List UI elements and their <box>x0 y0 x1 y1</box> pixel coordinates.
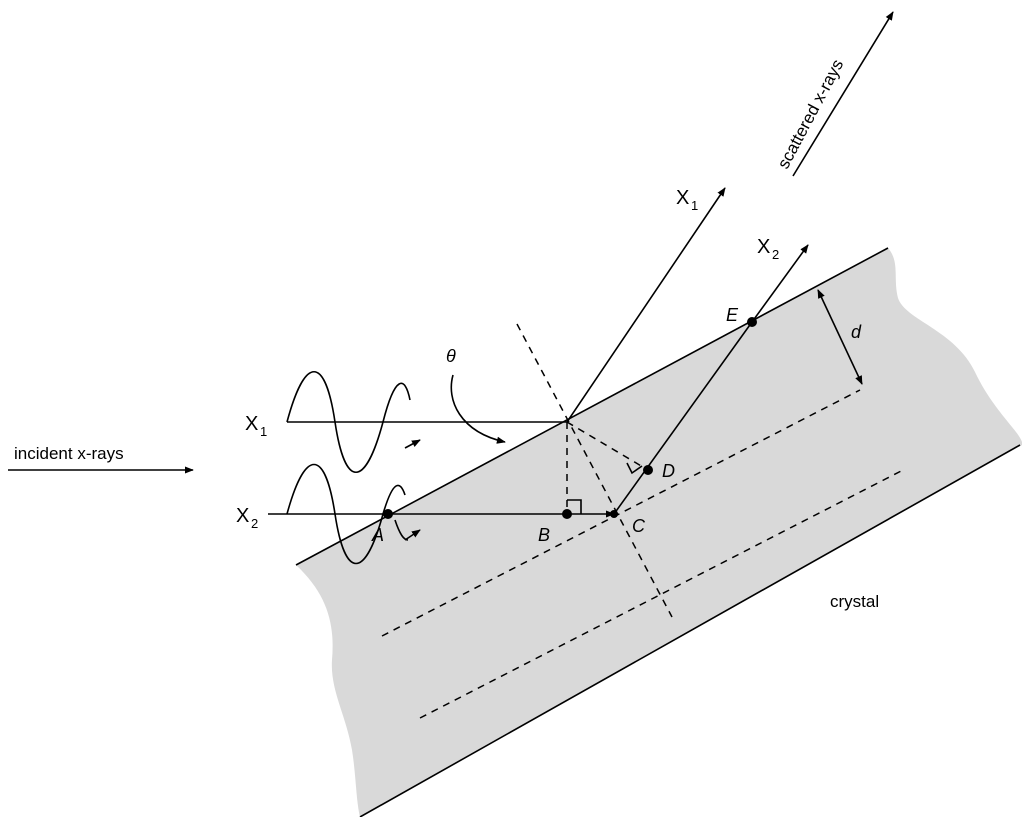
crystal-surface-bottom <box>359 444 1021 817</box>
d-spacing-arrow <box>817 289 863 385</box>
crystal-label: crystal <box>830 592 879 611</box>
point-b-dot <box>562 509 572 519</box>
svg-text:X: X <box>236 505 249 527</box>
point-e-label: E <box>726 305 739 325</box>
normal-line <box>516 323 673 618</box>
path-c-to-e <box>613 321 753 515</box>
point-d-dot <box>643 465 653 475</box>
wave-x2 <box>286 463 406 565</box>
ray-x1-scattered <box>566 187 726 423</box>
d-label: d <box>851 322 862 342</box>
ray-x2-scattered <box>751 244 809 323</box>
svg-text:X: X <box>245 413 258 435</box>
svg-text:2: 2 <box>772 247 779 262</box>
theta-label: θ <box>446 346 456 366</box>
label-x2-incident: X 2 <box>236 505 258 531</box>
incident-label: incident x-rays <box>14 444 124 463</box>
svg-text:X: X <box>757 236 770 258</box>
right-angle-b <box>567 499 582 514</box>
point-c-label: C <box>632 516 646 536</box>
label-x1-scattered: X 1 <box>676 187 698 213</box>
label-x1-incident: X 1 <box>245 413 267 439</box>
point-b-label: B <box>538 525 550 545</box>
wave-x1 <box>286 371 411 473</box>
point-a-label: A <box>371 525 384 545</box>
lattice-plane-2 <box>381 389 861 637</box>
svg-text:1: 1 <box>260 424 267 439</box>
right-angle-d <box>626 462 643 475</box>
wave-x1-arrow <box>404 439 421 449</box>
svg-text:2: 2 <box>251 516 258 531</box>
crystal-surface-top <box>295 247 889 566</box>
label-x2-scattered: X 2 <box>757 236 779 262</box>
point-c-dot <box>610 510 618 518</box>
scattered-arrow <box>792 11 894 177</box>
svg-text:1: 1 <box>691 198 698 213</box>
point-e-dot <box>747 317 757 327</box>
point-d-label: D <box>662 461 675 481</box>
wave-x2-arrow <box>404 529 421 541</box>
wave-x2-hook <box>394 519 409 541</box>
svg-text:X: X <box>676 187 689 209</box>
perpendicular-to-d <box>566 421 649 471</box>
scattered-label: scattered x-rays <box>774 56 848 172</box>
crystal-slab <box>296 248 1022 817</box>
theta-arrow <box>450 374 506 444</box>
point-a-dot <box>383 509 393 519</box>
